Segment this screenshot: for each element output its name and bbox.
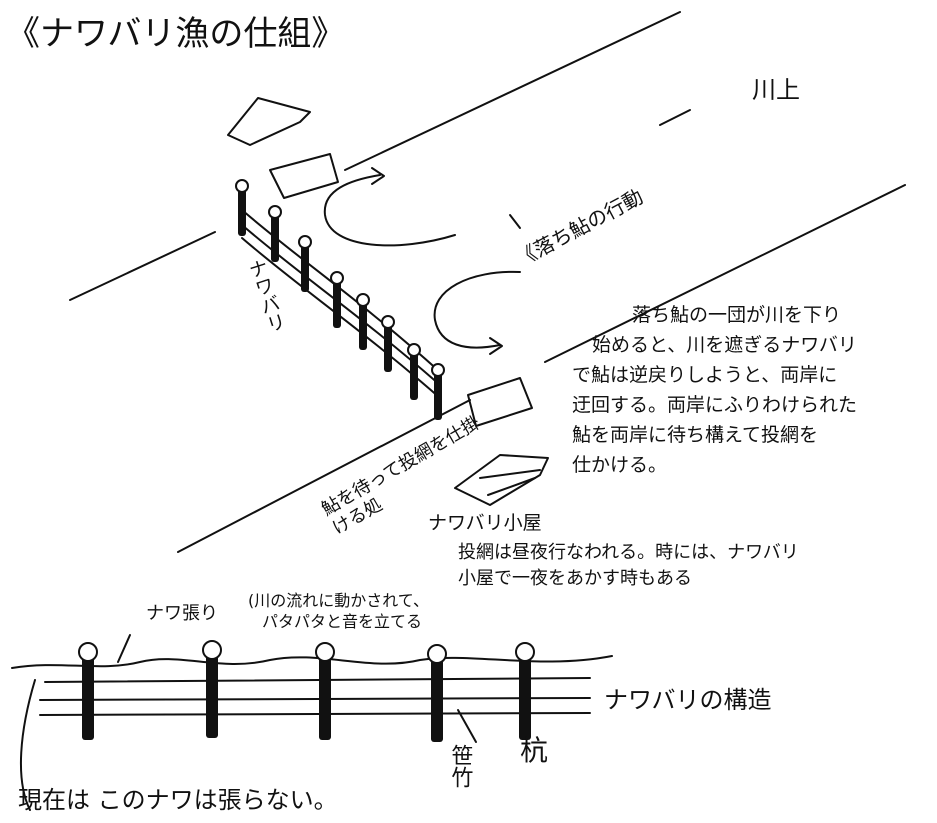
structure-post-5 (519, 652, 531, 740)
structure-post-4 (431, 654, 443, 742)
upper-hut (227, 97, 311, 146)
river-post-2 (271, 212, 279, 262)
structure-post-3-top (315, 642, 335, 662)
explanation-line-3: で鮎は逆戻りしようと、両岸に (572, 364, 838, 386)
structure-post-1 (82, 652, 94, 740)
explanation-line-1: 落ち鮎の一団が川を下り (632, 304, 842, 326)
river-posts (235, 179, 445, 420)
river-post-7 (410, 350, 418, 400)
structure-post-5-top (515, 642, 535, 662)
explanation-line-5: 鮎を両岸に待ち構えて投網を (572, 424, 819, 446)
structure-post-3 (319, 652, 331, 740)
river-post-1-top (235, 179, 249, 193)
structure-water-surface (11, 655, 613, 669)
bamboo-label: 笹竹 (447, 744, 473, 788)
structure-post-1-top (78, 642, 98, 662)
river-post-7-top (407, 343, 421, 357)
post-label: 杭 (520, 734, 549, 767)
structure-rope-3 (39, 712, 591, 716)
river-post-1 (238, 186, 246, 236)
hut-label: ナワバリ小屋 (428, 512, 542, 534)
river-post-3 (301, 242, 309, 292)
explanation-line-4: 迂回する。両岸にふりわけられた (572, 394, 858, 416)
structure-rope-2 (39, 697, 591, 701)
rope-note: (川の流れに動かされて、パタパタと音を立てる (248, 590, 429, 632)
upstream-label: 川上 (752, 76, 800, 104)
explanation-line-2: 始めると、川を遮ぎるナワバリ (592, 334, 857, 356)
upper-detour-arrow (323, 174, 456, 247)
rope-note-line-1: (川の流れに動かされて、 (248, 591, 429, 610)
flow-line-mark (659, 109, 691, 126)
structure-title: ナワバリの構造 (604, 686, 772, 714)
river-bank-upper (69, 11, 681, 301)
river-post-6-top (381, 315, 395, 329)
river-post-5-top (356, 293, 370, 307)
migration-arrow (509, 214, 521, 229)
river-post-4 (333, 278, 341, 328)
lower-detour-arrow (433, 270, 521, 349)
explanation-line-6: 仕かける。 (572, 454, 668, 476)
river-post-4-top (330, 271, 344, 285)
upper-net-area (269, 153, 339, 199)
hut-note-line-1: 投網は昼夜行なわれる。時には、ナワバリ (458, 542, 799, 563)
lower-net-area (467, 377, 533, 427)
structure-bank (19, 679, 36, 811)
explanation-note: 落ち鮎の一団が川を下り始めると、川を遮ぎるナワバリで鮎は逆戻りしようと、両岸に迂… (572, 300, 857, 480)
river-post-3-top (298, 235, 312, 249)
river-post-2-top (268, 205, 282, 219)
structure-post-2-top (202, 640, 222, 660)
rope-note-line-2: パタパタと音を立てる (262, 612, 423, 631)
river-post-8 (434, 370, 442, 420)
hut-note: 投網は昼夜行なわれる。時には、ナワバリ小屋で一夜をあかす時もある (458, 540, 799, 592)
river-bank-lower (177, 184, 906, 553)
structure-post-4-top (427, 644, 447, 664)
footer-note: 現在は このナワは張らない。 (18, 786, 338, 814)
river-post-6 (384, 322, 392, 372)
river-post-5 (359, 300, 367, 350)
lower-hut (454, 454, 549, 506)
structure-post-2 (206, 650, 218, 738)
structure-posts (78, 640, 535, 742)
diagram-title: 《ナワバリ漁の仕組》 (6, 14, 346, 54)
river-post-8-top (431, 363, 445, 377)
structure-rope-1 (44, 677, 591, 683)
hut-note-line-2: 小屋で一夜をあかす時もある (458, 568, 692, 589)
rope-label: ナワ張り (146, 603, 218, 624)
